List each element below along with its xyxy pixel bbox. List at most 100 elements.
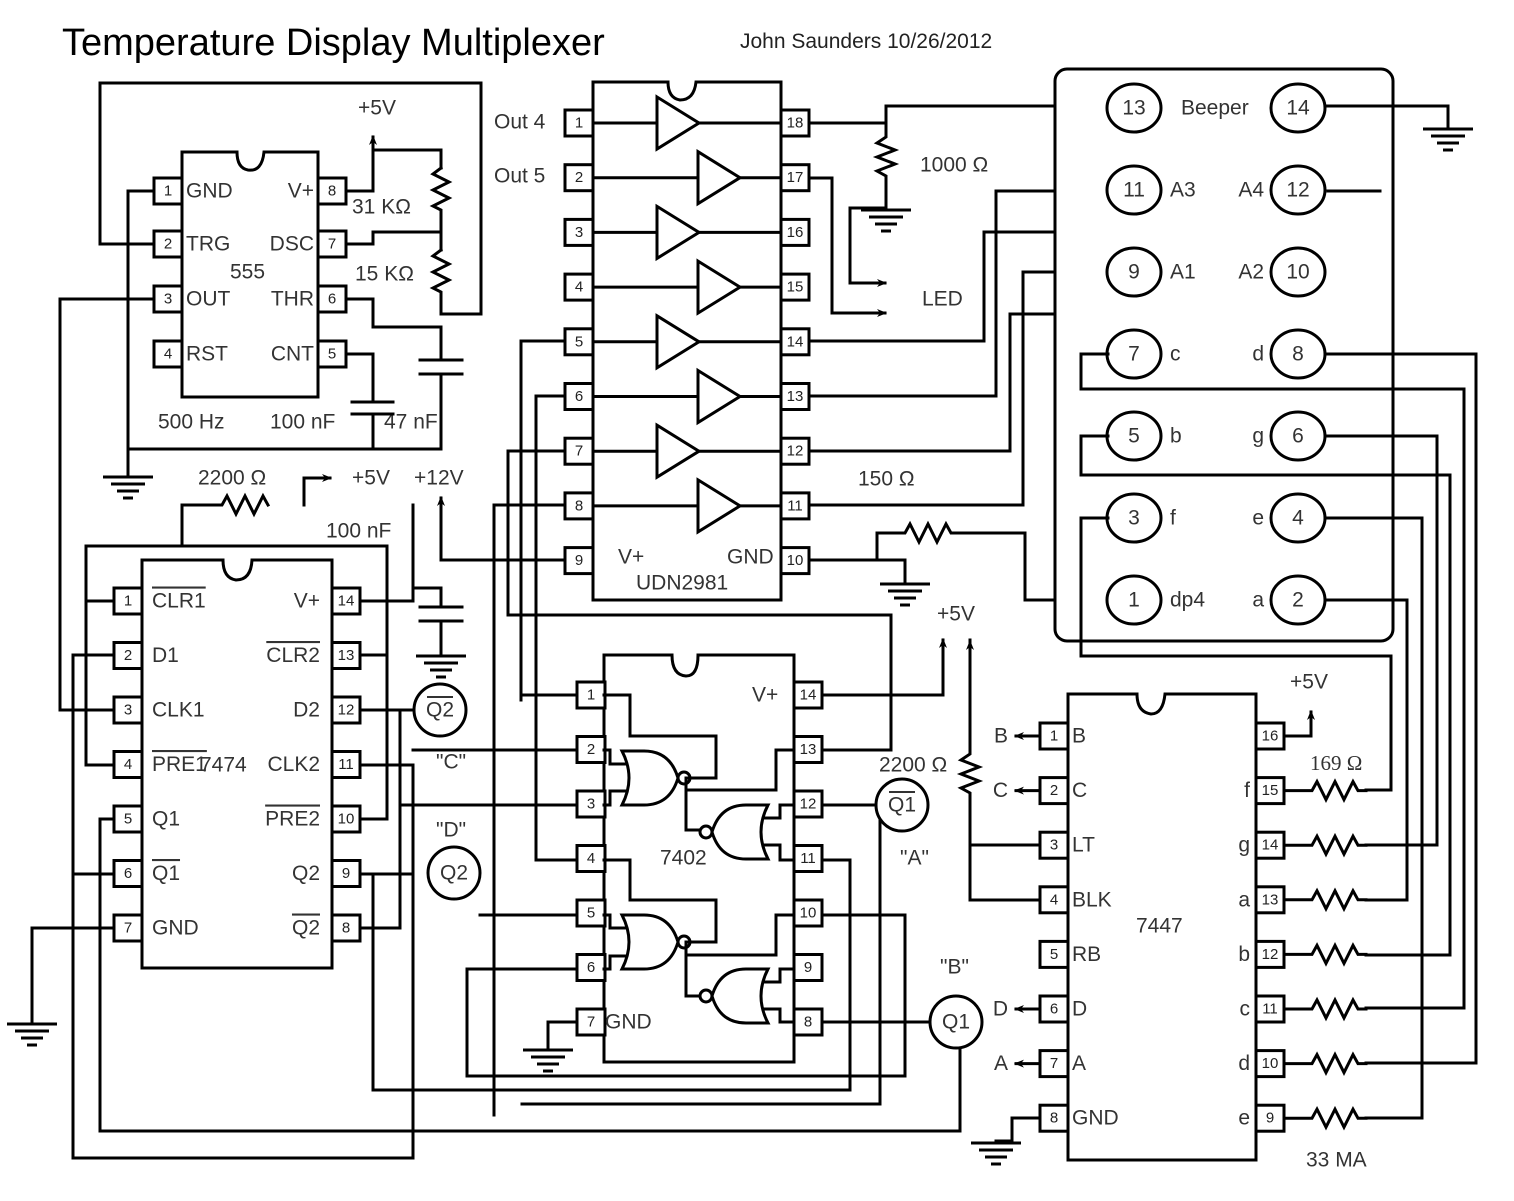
udn-pin-left-1-number: 2 bbox=[575, 169, 583, 186]
nor-pin-left-1-number: 2 bbox=[587, 741, 595, 758]
resistor-icon bbox=[1282, 778, 1368, 803]
display-pin-right bbox=[1269, 246, 1327, 298]
decoder-pin-left-4-number: 5 bbox=[1050, 946, 1058, 963]
nor-pin-right-1-number: 13 bbox=[800, 741, 817, 758]
ff-pin-right-0-number: 14 bbox=[338, 593, 355, 610]
decoder-pin-left-5-number: 6 bbox=[1050, 1001, 1058, 1018]
timer-pin-left-label-2: OUT bbox=[186, 288, 231, 311]
decoder-pin-right-2: 14 bbox=[1254, 830, 1286, 860]
decoder-pin-left-2: 3 bbox=[1038, 830, 1070, 860]
decoder-pin-right-5-number: 11 bbox=[1262, 1001, 1278, 1018]
decoder-pin-left-7: 8 bbox=[1038, 1103, 1070, 1133]
ff-v12-label: +12V bbox=[414, 467, 464, 490]
nor-pin-right-5-number: 9 bbox=[804, 959, 812, 976]
node-q2-label: Q2 bbox=[440, 862, 468, 885]
beeper-label: Beeper bbox=[1181, 97, 1249, 120]
display-pin-right-number: 2 bbox=[1292, 589, 1304, 612]
ff-pin-right-5-number: 9 bbox=[342, 865, 350, 882]
timer-555-label: 555 bbox=[230, 261, 265, 284]
display-pin-left-number: 1 bbox=[1128, 589, 1140, 612]
timer-pin-left-0: 1 bbox=[152, 176, 184, 206]
timer-pin-left-2-number: 3 bbox=[164, 291, 172, 308]
display-segment-left-label: A3 bbox=[1170, 179, 1196, 202]
decoder-pin-left-label-2: LT bbox=[1072, 834, 1095, 857]
timer-supply-label: +5V bbox=[358, 97, 396, 120]
ff-pin-right-1-number: 13 bbox=[338, 647, 355, 664]
ff-pin-left-label-6: GND bbox=[152, 917, 199, 940]
display-pin-left-number: 3 bbox=[1128, 507, 1140, 530]
nor-pin-right-3: 11 bbox=[792, 844, 824, 873]
udn-pin-right-7-number: 11 bbox=[787, 497, 803, 514]
display-pin-right-number: 4 bbox=[1292, 507, 1304, 530]
udn-pin-left-4-number: 5 bbox=[575, 333, 583, 350]
node-q1-label: Q1 bbox=[942, 1011, 970, 1034]
udn-pin-right-6: 12 bbox=[779, 436, 811, 466]
display-pin-right bbox=[1269, 410, 1327, 462]
ff-pin-left-1: 2 bbox=[112, 641, 144, 670]
nor-pin-right-0: 14 bbox=[792, 680, 824, 710]
ff-pin-left-label-3: PRE1 bbox=[152, 753, 207, 776]
udn-pin-right-7: 11 bbox=[779, 491, 811, 521]
page-title: Temperature Display Multiplexer bbox=[62, 22, 605, 64]
decoder-pin-left-1: 2 bbox=[1038, 776, 1070, 806]
decoder-pin-left-6-number: 7 bbox=[1050, 1055, 1058, 1072]
udn-gnd-label: GND bbox=[727, 546, 774, 569]
decoder-pin-left-0-number: 1 bbox=[1050, 728, 1058, 745]
udn-pin-left-3-number: 4 bbox=[575, 279, 583, 296]
ff-pullup-label: 2200 Ω bbox=[198, 467, 266, 490]
display-pin-right-number: 8 bbox=[1292, 343, 1304, 366]
ff-pin-right-3-number: 11 bbox=[338, 756, 354, 773]
udn-pin-left-8-number: 9 bbox=[575, 552, 583, 569]
decoder-pin-right-label-1: f bbox=[1244, 779, 1250, 802]
ff-pin-left-4: 5 bbox=[112, 804, 144, 834]
udn-pin-left-4: 5 bbox=[563, 327, 595, 357]
timer-freq-label: 500 Hz bbox=[158, 411, 225, 434]
beeper-resistor-label: 1000 Ω bbox=[920, 154, 988, 177]
display-pin-left bbox=[1105, 574, 1163, 626]
buffer-icon bbox=[696, 258, 743, 316]
nor-pin-left-6-number: 7 bbox=[587, 1014, 595, 1031]
nor-gate-icon bbox=[619, 913, 680, 971]
udn-pin-left-6-number: 7 bbox=[575, 443, 583, 460]
ff-pin-right-label-6: Q2 bbox=[292, 917, 320, 940]
decoder-pin-right-1-number: 15 bbox=[1262, 782, 1279, 799]
timer-r2-label: 15 KΩ bbox=[355, 263, 414, 286]
node-q1bar-label: Q1 bbox=[888, 794, 916, 817]
buffer-icon bbox=[655, 94, 702, 152]
decoder-pin-left-5: 6 bbox=[1038, 994, 1070, 1024]
ff-pin-left-label-1: D1 bbox=[152, 644, 179, 667]
timer-pin-left-3-number: 4 bbox=[164, 346, 172, 363]
display-segment-right-label: A4 bbox=[1238, 179, 1264, 202]
display-segment-right-label: g bbox=[1252, 425, 1264, 448]
nor-gate-icon bbox=[710, 967, 771, 1025]
segment-resistor-label: 169 Ω bbox=[1310, 751, 1362, 775]
node-q2 bbox=[426, 845, 482, 901]
timer-r1-label: 31 KΩ bbox=[352, 196, 411, 219]
nor-pin-right-6: 8 bbox=[792, 1007, 824, 1037]
resistor-icon bbox=[1282, 832, 1368, 858]
nor-pin-left-2: 3 bbox=[575, 789, 607, 819]
timer-pin-left-label-0: GND bbox=[186, 180, 233, 203]
ff-pin-right-3: 11 bbox=[330, 750, 362, 779]
author-date: John Saunders 10/26/2012 bbox=[740, 30, 992, 53]
decoder-pin-left-7-number: 8 bbox=[1050, 1110, 1058, 1127]
decoder-pin-right-0: 16 bbox=[1254, 721, 1286, 751]
ff-pin-left-4-number: 5 bbox=[124, 811, 132, 828]
display-segment-right-label: d bbox=[1252, 343, 1264, 366]
udn-pin-left-5: 6 bbox=[563, 382, 595, 411]
tag-a: "A" bbox=[900, 847, 929, 870]
display-pin-right bbox=[1269, 164, 1327, 216]
decoder-pin-left-label-6: A bbox=[1072, 1052, 1086, 1075]
timer-pin-right-1: 7 bbox=[316, 229, 348, 259]
nor-pin-left-4-number: 5 bbox=[587, 905, 595, 922]
led-label: LED bbox=[922, 288, 963, 311]
ff-pin-left-2-number: 3 bbox=[124, 702, 132, 719]
udn-pin-left-8: 9 bbox=[563, 546, 595, 576]
decoder-pin-right-3: 13 bbox=[1254, 885, 1286, 915]
decoder-pin-right-label-6: d bbox=[1238, 1052, 1250, 1075]
ff-pin-left-6: 7 bbox=[112, 913, 144, 943]
